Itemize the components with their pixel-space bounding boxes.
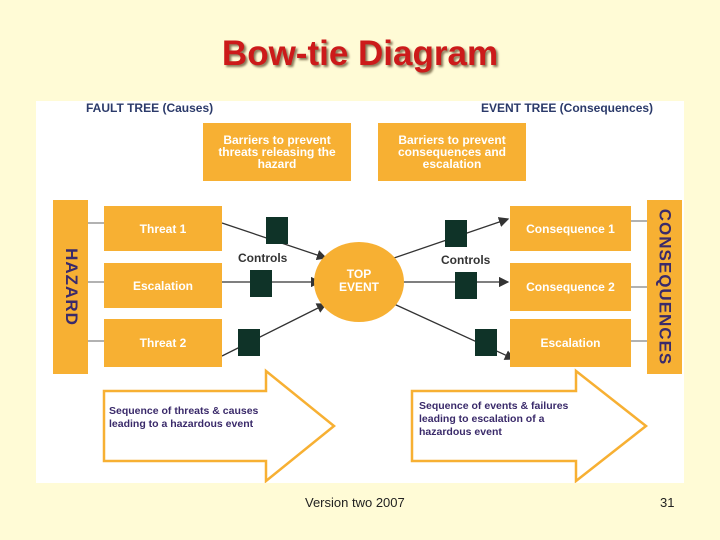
threat-box-2: Escalation [104, 263, 222, 308]
control-block-left-2 [250, 270, 272, 297]
control-block-right-3 [475, 329, 497, 356]
slide-title: Bow-tie Diagram [221, 34, 499, 73]
left-barrier-box: Barriers to prevent threats releasing th… [203, 123, 351, 181]
consequence-box-2: Consequence 2 [510, 263, 631, 311]
controls-label-left: Controls [238, 251, 288, 265]
fault-tree-header: FAULT TREE (Causes) [86, 101, 214, 115]
threat-label-2: Escalation [132, 278, 194, 293]
left-arrow-text: Sequence of threats & causes leading to … [109, 405, 259, 430]
consequence-box-3: Escalation [510, 319, 631, 367]
consequence-box-1: Consequence 1 [510, 206, 631, 251]
threat2-arrow [221, 303, 328, 357]
left-barrier-label: Barriers to prevent threats releasing th… [218, 133, 336, 171]
diagram-connectors [88, 217, 649, 483]
control-block-right-2 [455, 272, 477, 299]
consequence-label-3: Escalation [540, 336, 601, 350]
consequence-label-1: Consequence 1 [526, 221, 615, 236]
control-block-right-1 [445, 220, 467, 247]
page-number: 31 [660, 495, 675, 510]
right-sequence-arrow [410, 368, 649, 483]
event-tree-header: EVENT TREE (Consequences) [481, 101, 654, 115]
footer-version: Version two 2007 [305, 495, 405, 510]
right-barrier-label: Barriers to prevent consequences and esc… [397, 133, 507, 171]
control-block-left-3 [238, 329, 260, 356]
right-barrier-box: Barriers to prevent consequences and esc… [378, 123, 526, 181]
bowtie-diagram: FAULT TREE (Causes) EVENT TREE (Conseque… [36, 101, 684, 483]
hazard-label: HAZARD [61, 248, 81, 326]
left-sequence-arrow [102, 368, 336, 483]
top-event-label: TOP EVENT [338, 267, 379, 294]
right-arrow-text: Sequence of events & failures leading to… [419, 400, 569, 438]
threat-box-1: Threat 1 [104, 206, 222, 251]
consequences-bar: CONSEQUENCES [647, 200, 682, 374]
controls-label-right: Controls [441, 253, 491, 267]
threat-label-3: Threat 2 [139, 336, 187, 350]
top-event-ellipse [314, 242, 404, 322]
consequence-label-2: Consequence 2 [526, 280, 615, 294]
hazard-bar: HAZARD [53, 200, 88, 374]
threat-box-3: Threat 2 [104, 319, 222, 367]
threat-label-1: Threat 1 [139, 221, 187, 236]
consequences-label: CONSEQUENCES [655, 208, 675, 366]
control-block-left-1 [266, 217, 288, 244]
